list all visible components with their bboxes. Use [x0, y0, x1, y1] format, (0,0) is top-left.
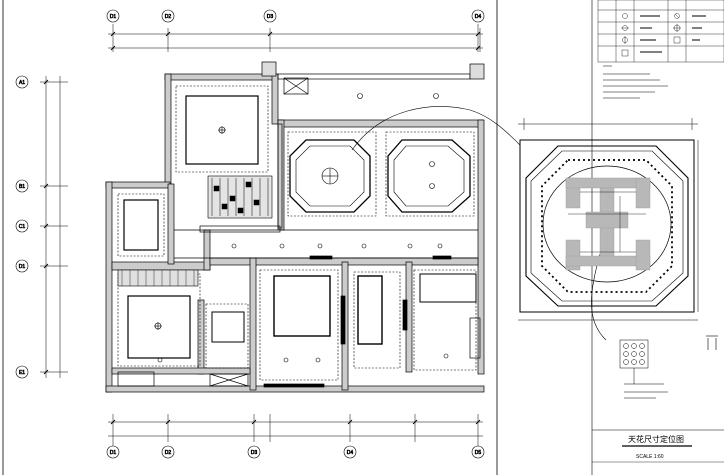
- svg-text:A1: A1: [19, 80, 25, 86]
- axis-bubbles: D1 D2 D3 D4 D1 D2 D3 D4 D5 A1 B1 C1 D1 E…: [15, 9, 485, 459]
- svg-text:D2: D2: [165, 14, 172, 20]
- svg-text:B1: B1: [19, 184, 25, 190]
- axis-bubble-bottom-5: D5: [471, 445, 485, 459]
- drawing-scale: SCALE 1:60: [636, 454, 664, 460]
- svg-text:D4: D4: [347, 450, 354, 456]
- axis-bubble-top-1: D1: [106, 9, 120, 23]
- svg-text:D5: D5: [475, 450, 482, 456]
- axis-bubble-left-5: E1: [15, 365, 29, 379]
- axis-bubble-bottom-2: D2: [161, 445, 175, 459]
- svg-text:C1: C1: [19, 224, 26, 230]
- axis-bubble-left-1: A1: [15, 75, 29, 89]
- svg-text:D3: D3: [267, 14, 274, 20]
- axis-bubble-top-2: D2: [161, 9, 175, 23]
- svg-text:D2: D2: [165, 450, 172, 456]
- svg-text:D3: D3: [251, 450, 258, 456]
- svg-text:D1: D1: [110, 450, 117, 456]
- svg-text:D1: D1: [110, 14, 117, 20]
- legend-table: [597, 0, 724, 63]
- floor-plan-walls: [105, 61, 485, 393]
- axis-bubble-bottom-1: D1: [106, 445, 120, 459]
- section-marker: [706, 335, 718, 350]
- axis-bubble-top-3: D3: [263, 9, 277, 23]
- axis-bubble-left-4: D1: [15, 259, 29, 273]
- notes-block: [603, 65, 668, 99]
- axis-bubble-bottom-3: D3: [247, 445, 261, 459]
- svg-text:E1: E1: [19, 370, 25, 376]
- dimension-lines: [40, 24, 483, 446]
- axis-bubble-top-4: D4: [471, 9, 485, 23]
- downlight-grid-detail: [619, 339, 668, 399]
- axis-bubble-left-2: B1: [15, 179, 29, 193]
- title-block: 天花尺寸定位图 SCALE 1:60: [622, 434, 692, 460]
- ceiling-details: [117, 85, 477, 381]
- svg-text:D4: D4: [475, 14, 482, 20]
- enlarged-ceiling-detail: [518, 118, 699, 321]
- drawing-title: 天花尺寸定位图: [628, 434, 684, 444]
- svg-text:D1: D1: [19, 264, 26, 270]
- axis-bubble-bottom-4: D4: [343, 445, 357, 459]
- axis-bubble-left-3: C1: [15, 219, 29, 233]
